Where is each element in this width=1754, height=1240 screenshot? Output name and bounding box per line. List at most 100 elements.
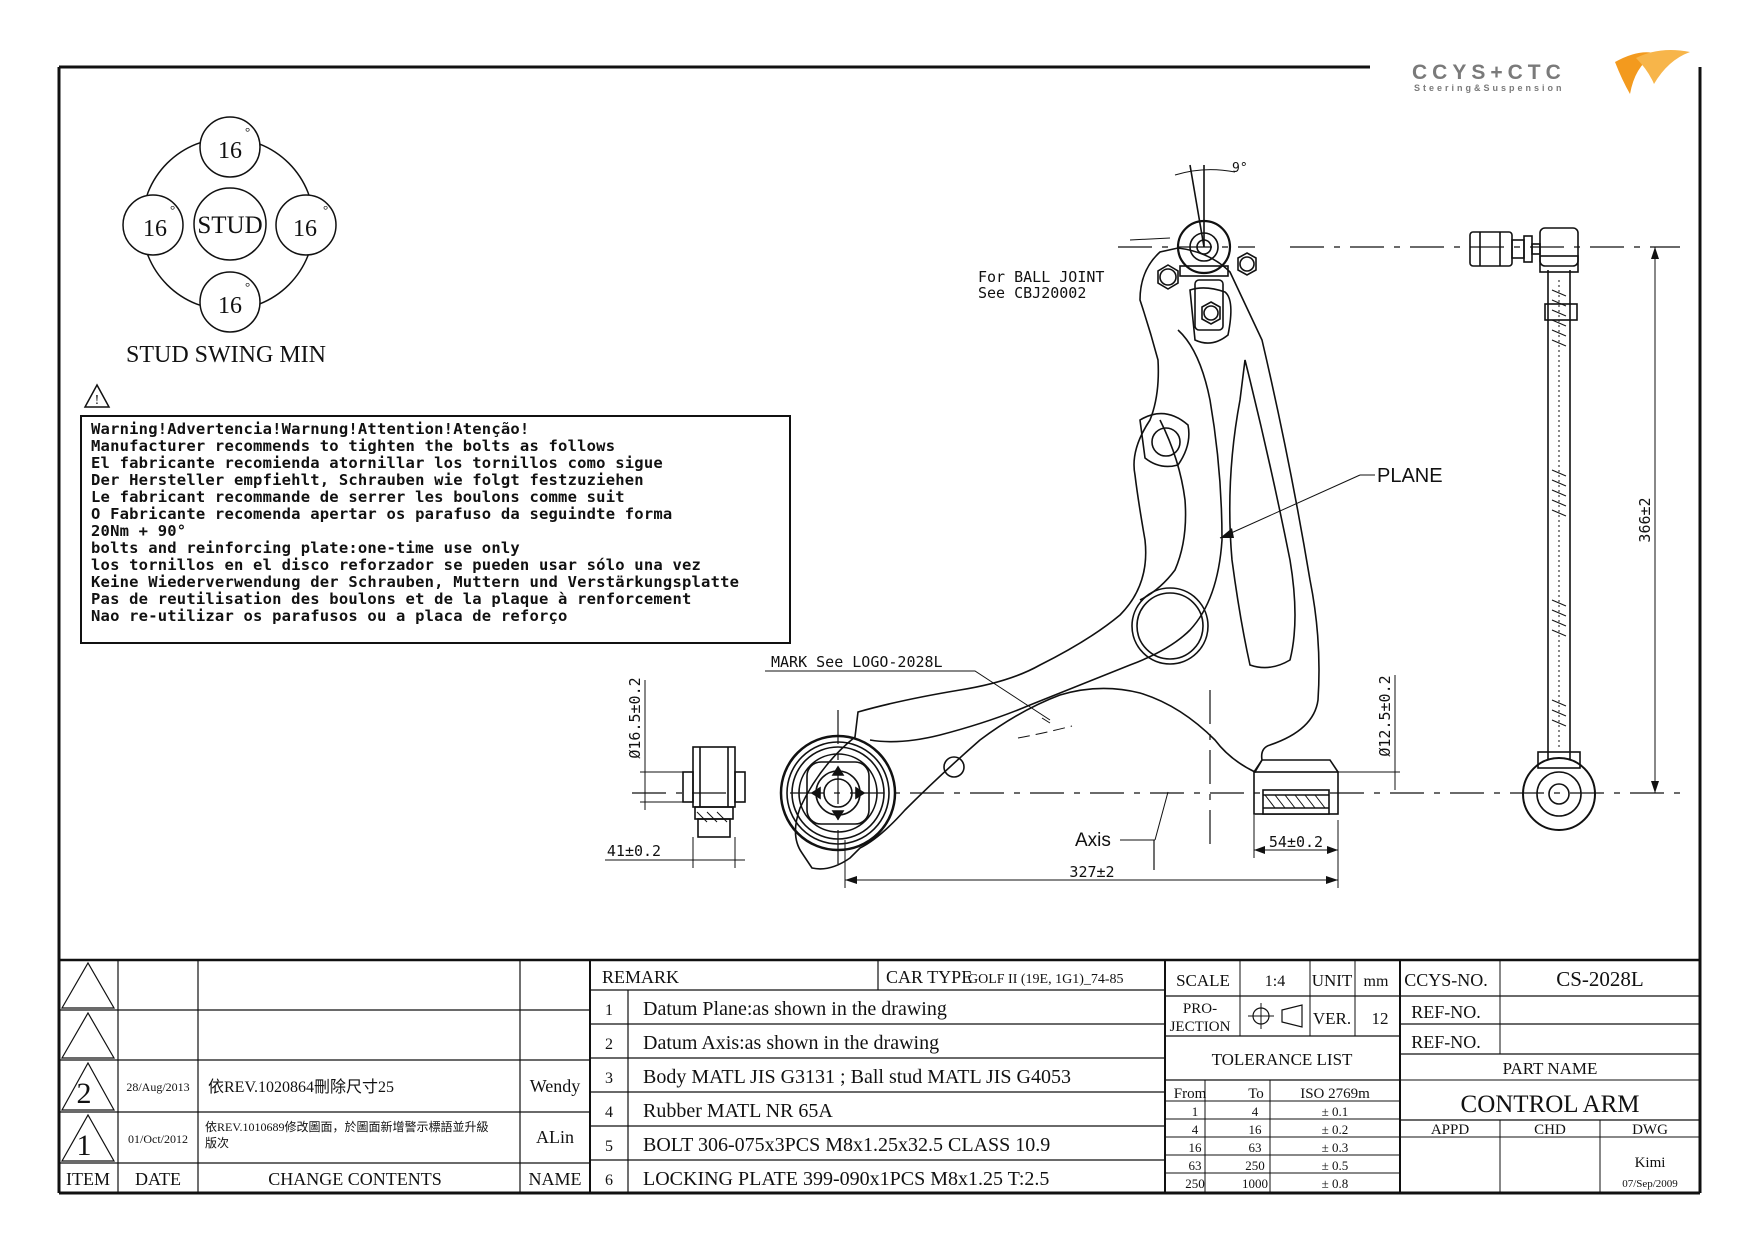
tol-cell: 1000 [1242,1176,1268,1191]
mark-note: MARK See LOGO-2028L [771,653,943,671]
stud-label: STUD [197,212,262,239]
remark-no: 1 [605,1002,613,1019]
rev-2-date: 28/Aug/2013 [126,1080,189,1094]
ball-joint-note: For BALL JOINT [978,268,1104,286]
unit-label: UNIT [1312,971,1353,990]
degree-mark: ° [245,279,250,294]
rev-2-name: Wendy [530,1076,581,1096]
tol-std: ISO 2769m [1300,1086,1370,1102]
angle-label: 9° [1232,161,1248,176]
title-block-lines [59,958,1700,1193]
dwg-label: DWG [1632,1122,1668,1138]
warning-line: bolts and reinforcing plate:one-time use… [91,539,520,557]
tol-cell: 16 [1249,1122,1263,1137]
rev-2-item: 2 [77,1077,92,1110]
rev-1-content-2: 版次 [205,1136,229,1150]
specs-table: SCALE 1:4 UNIT mm PRO- JECTION VER. 12 T… [1170,971,1389,1191]
warning-line: Pas de reutilisation des boulons et de l… [91,590,692,608]
tol-cell: 250 [1185,1176,1205,1191]
scale-value: 1:4 [1265,973,1285,990]
remark-no: 2 [605,1036,613,1053]
dim-front-bush-width: 41±0.2 [607,842,661,860]
centerlines [632,246,1690,870]
tol-cell: 250 [1245,1158,1265,1173]
stud-swing-diagram: STUD 16 16 16 16 ° ° ° ° STUD SWING MIN [122,116,337,368]
tolerance-title: TOLERANCE LIST [1212,1050,1353,1069]
sheet-frame [57,65,1702,1195]
dim-rear-bush-width: 54±0.2 [1269,833,1323,851]
warning-line: Nao re-utilizar os parafusos ou a placa … [91,607,568,625]
drawing-annotations: For BALL JOINT See CBJ20002 9° PLANE MAR… [607,161,1654,881]
remark-text: LOCKING PLATE 399-090x1PCS M8x1.25 T:2.5 [643,1168,1049,1190]
tol-cell: 1 [1192,1104,1199,1119]
remark-text: Datum Axis:as shown in the drawing [643,1032,939,1054]
part-name-label: PART NAME [1503,1059,1598,1078]
part-name: CONTROL ARM [1461,1091,1640,1118]
ref-no-label-1: REF-NO. [1411,1002,1481,1022]
remark-no: 6 [605,1172,613,1189]
remark-no: 3 [605,1070,613,1087]
rev-1-item: 1 [77,1129,92,1162]
tol-cell: 63 [1189,1158,1202,1173]
warning-line: los tornillos en el disco reforzador se … [91,556,702,574]
warning-symbol: ! [95,393,100,408]
remark-text: Body MATL JIS G3131 ; Ball stud MATL JIS… [643,1066,1071,1088]
rev-1-content-1: 依REV.1010689修改圖面，於圖面新增警示標語並升級 [205,1119,488,1134]
remark-text: Rubber MATL NR 65A [643,1100,833,1122]
dim-rear-bush-dia: Ø12.5±0.2 [1376,675,1394,756]
degree-mark: ° [323,202,328,217]
warning-panel: ! [80,383,791,644]
scale-label: SCALE [1176,971,1230,990]
warning-line: Manufacturer recommends to tighten the b… [91,437,616,455]
header-change-contents: CHANGE CONTENTS [268,1169,442,1189]
warning-triangle-icon [83,383,111,408]
warning-line: 20Nm + 90° [91,522,187,540]
remark-text: Datum Plane:as shown in the drawing [643,998,947,1020]
stud-angle-top: 16 [218,138,242,164]
tol-cell: 16 [1189,1140,1203,1155]
warning-line: El fabricante recomienda atornillar los … [91,454,663,472]
company-logo: CCYS+CTC Steering&Suspension [1412,50,1690,94]
chd-label: CHD [1534,1122,1566,1138]
car-type-value: GOLF II (19E, 1G1)_74-85 [968,972,1124,987]
header-date: DATE [135,1169,181,1189]
ver-label: VER. [1313,1009,1351,1028]
warning-line: Keine Wiederverwendung der Schrauben, Mu… [91,573,740,591]
drawn-date: 07/Sep/2009 [1622,1178,1678,1190]
title-block: CCYS-NO. CS-2028L REF-NO. REF-NO. PART N… [1404,967,1678,1190]
ver-value: 12 [1372,1009,1389,1028]
plane-label: PLANE [1377,465,1443,487]
remark-title: REMARK [602,967,679,987]
dim-height: 366±2 [1636,497,1654,542]
revision-table: 2 1 28/Aug/2013 01/Oct/2012 依REV.1020864… [66,1076,582,1189]
control-arm-view [605,164,1690,888]
logo-swoosh-icon [1615,52,1658,94]
tol-cell: 4 [1192,1122,1199,1137]
stud-swing-title: STUD SWING MIN [126,342,326,368]
header-item: ITEM [66,1169,110,1189]
remark-no: 5 [605,1138,613,1155]
projection-label: PRO- [1183,1001,1217,1017]
remark-no: 4 [605,1104,613,1121]
projection-label-2: JECTION [1170,1019,1231,1035]
rev-1-name: ALin [536,1127,574,1147]
dim-front-bush-dia: Ø16.5±0.2 [626,677,644,758]
ref-no-label-2: REF-NO. [1411,1032,1481,1052]
stud-angle-bottom: 16 [218,293,242,319]
degree-mark: ° [245,124,250,139]
remark-text: BOLT 306-075x3PCS M8x1.25x32.5 CLASS 10.… [643,1134,1050,1156]
stud-angle-left: 16 [143,216,167,242]
tol-from: From [1174,1086,1207,1102]
car-type-label: CAR TYPE [886,967,972,987]
drawer-name: Kimi [1635,1155,1666,1171]
degree-mark: ° [170,202,175,217]
tol-cell: ± 0.2 [1322,1122,1349,1137]
tol-cell: ± 0.3 [1322,1140,1349,1155]
dim-length: 327±2 [1069,863,1114,881]
warning-line: Der Hersteller empfiehlt, Schrauben wie … [91,471,644,489]
logo-text: CCYS+CTC [1412,61,1566,84]
unit-value: mm [1364,973,1389,990]
tol-cell: ± 0.5 [1322,1158,1349,1173]
